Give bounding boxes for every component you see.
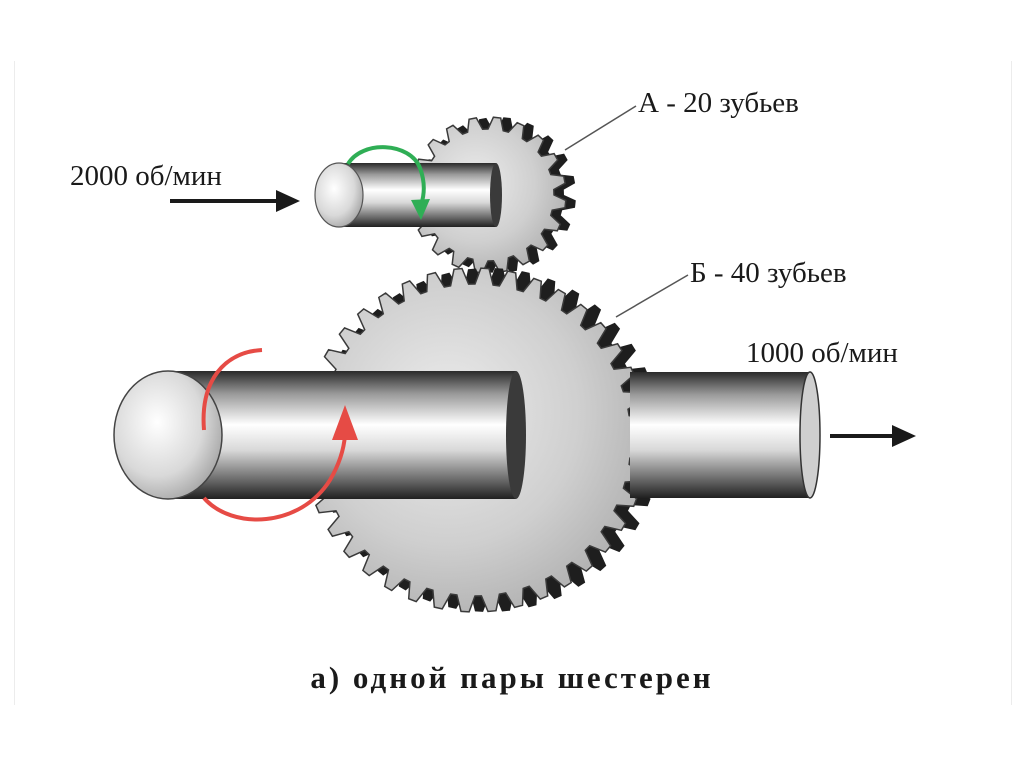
input-direction-arrow bbox=[170, 190, 300, 212]
output-shaft-right bbox=[630, 371, 821, 499]
gear-b-label: Б - 40 зубьев bbox=[690, 257, 847, 289]
input-shaft bbox=[314, 162, 502, 228]
diagram-caption: а) одной пары шестерен bbox=[310, 660, 713, 695]
input-rotation-arrow bbox=[346, 145, 430, 220]
gear-b-leader-line bbox=[615, 274, 689, 318]
output-direction-arrow bbox=[830, 425, 916, 447]
output-rotation-arrow bbox=[201, 348, 358, 522]
output-speed-label: 1000 об/мин bbox=[746, 337, 898, 369]
gear-a-leader-line bbox=[564, 105, 637, 151]
output-shaft-left bbox=[113, 370, 526, 500]
gear-a-label: А - 20 зубьев bbox=[638, 87, 799, 119]
diagram-frame bbox=[14, 61, 1012, 705]
input-speed-label: 2000 об/мин bbox=[70, 160, 222, 192]
